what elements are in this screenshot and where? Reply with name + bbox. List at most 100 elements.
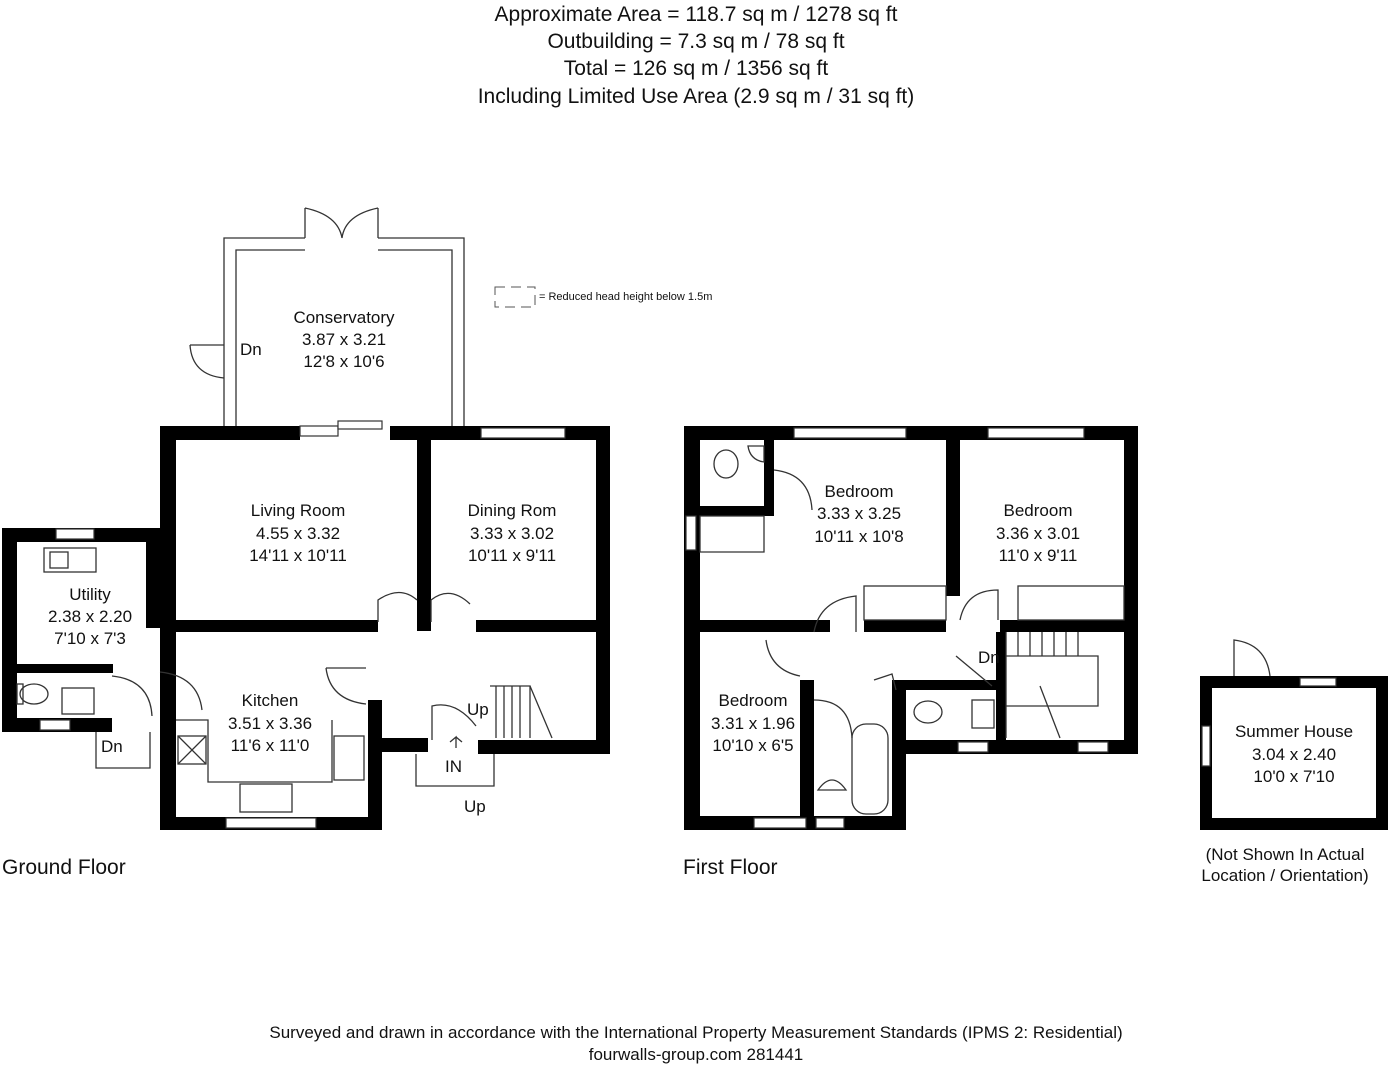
- kitchen-metric: 3.51 x 3.36: [228, 714, 312, 733]
- area-limited-use: Including Limited Use Area (2.9 sq m / 3…: [477, 85, 915, 108]
- ground-floor-plan: [2, 207, 610, 830]
- conservatory-wall-left-inner: [235, 249, 305, 426]
- ground-wc-toilet: [19, 683, 49, 705]
- dining-window: [480, 427, 566, 439]
- ff-stairs-outline: [1005, 632, 1099, 738]
- summer-imperial: 10'0 x 7'10: [1253, 767, 1334, 786]
- sh-window-left: [1201, 725, 1211, 767]
- stairs-line: [529, 685, 553, 739]
- ff-stairs-line: [1039, 685, 1061, 739]
- wall-left-utility: [2, 528, 17, 732]
- ground-wc-basin: [61, 687, 95, 715]
- wall-hall-stairs-top: [476, 620, 610, 632]
- wall-living-kitchen: [176, 620, 366, 632]
- bed2-wardrobe: [1017, 585, 1125, 621]
- bath-tub: [851, 723, 889, 815]
- bed1-window: [793, 427, 907, 439]
- stairs-window-ff: [1077, 741, 1109, 753]
- wall-left-main: [160, 426, 176, 830]
- ground-floor-label: Ground Floor: [2, 856, 126, 879]
- ff-wall-bed1-bottom: [864, 620, 946, 632]
- conservatory-wall-right-inner: [378, 249, 453, 426]
- summer-note-line1: (Not Shown In Actual: [1206, 845, 1365, 864]
- wc-window: [39, 719, 71, 731]
- bath-basin: [816, 779, 848, 791]
- ff-wall-left: [684, 426, 700, 830]
- kitchen-door-swing: [325, 667, 367, 705]
- kitchen-sink: [239, 783, 293, 813]
- dining-imperial: 10'11 x 9'11: [468, 546, 556, 565]
- kitchen-boiler-cross: [177, 735, 207, 765]
- airing-cupboard: [873, 673, 897, 691]
- ff-wall-wc-top: [906, 680, 996, 690]
- utility-metric: 2.38 x 2.20: [48, 607, 132, 626]
- wall-right-dining: [596, 426, 610, 754]
- level-markers: Dn Dn Up IN Up Dn: [101, 340, 1000, 816]
- wall-joint: [366, 620, 378, 632]
- living-sliding-door: [337, 420, 383, 430]
- area-outbuilding: Outbuilding = 7.3 sq m / 78 sq ft: [547, 30, 845, 53]
- utility-imperial: 7'10 x 7'3: [54, 629, 126, 648]
- wall-kitchen-right: [368, 700, 382, 830]
- ff-wall-bed3-top: [700, 620, 830, 632]
- summer-note-line2: Location / Orientation): [1201, 866, 1368, 885]
- wall-top-living-left: [160, 426, 300, 440]
- conservatory-door-swing: [304, 207, 379, 239]
- wc-window-ff: [957, 741, 989, 753]
- area-approximate: Approximate Area = 118.7 sq m / 1278 sq …: [494, 3, 898, 26]
- ensuite-basin: [747, 445, 765, 463]
- legend-text: = Reduced head height below 1.5m: [539, 291, 712, 303]
- bed1-imperial: 10'11 x 10'8: [814, 527, 903, 546]
- bed3-window: [753, 817, 807, 829]
- summer-name: Summer House: [1235, 722, 1353, 741]
- ff-wc-toilet: [913, 700, 943, 724]
- porch-up-label: Up: [464, 797, 486, 816]
- ff-stairs-dn-label: Dn: [978, 648, 1000, 667]
- ff-wall-bed3-right: [800, 680, 814, 830]
- conservatory-name: Conservatory: [293, 308, 395, 327]
- conservatory-door-leafs: [304, 208, 379, 238]
- utility-name: Utility: [69, 585, 111, 604]
- area-total: Total = 126 sq m / 1356 sq ft: [563, 57, 829, 80]
- footer-reference: fourwalls-group.com 281441: [588, 1045, 804, 1064]
- entrance-arrow: [449, 735, 463, 748]
- conservatory-dn-label: Dn: [240, 340, 262, 359]
- sh-door-swing: [1233, 639, 1271, 677]
- kitchen-window: [225, 817, 317, 829]
- summer-metric: 3.04 x 2.40: [1252, 745, 1336, 764]
- kitchen-worktop: [176, 719, 333, 783]
- dining-name: Dining Rom: [468, 501, 557, 520]
- ff-wc-basin: [971, 699, 995, 729]
- bed2-door-swing: [959, 589, 999, 621]
- wall-utility-right: [146, 528, 160, 628]
- living-metric: 4.55 x 3.32: [256, 524, 340, 543]
- front-door-swing: [431, 704, 477, 740]
- bed2-window: [987, 427, 1085, 439]
- ff-wall-ensuite-right: [764, 440, 774, 516]
- utility-sink-basin: [49, 551, 69, 569]
- ff-wall-bath-right: [892, 680, 906, 830]
- ensuite-toilet: [713, 449, 739, 479]
- kitchen-boiler-cupboard: [177, 735, 207, 765]
- bath-door-swing: [813, 699, 853, 739]
- wall-hall-bottom-right: [478, 740, 610, 754]
- conservatory-side-door: [189, 344, 225, 379]
- ff-wall-right: [1124, 426, 1138, 754]
- bed1-name: Bedroom: [825, 482, 894, 501]
- sh-wall-top: [1200, 676, 1388, 688]
- bed2-imperial: 11'0 x 9'11: [999, 546, 1078, 565]
- dining-door-swing: [430, 592, 471, 622]
- bed1-metric: 3.33 x 3.25: [817, 504, 901, 523]
- bed2-name: Bedroom: [1004, 501, 1073, 520]
- room-labels: Conservatory 3.87 x 3.21 12'8 x 10'6 Liv…: [48, 308, 1353, 786]
- utility-door-swing: [111, 675, 153, 717]
- sh-wall-bottom: [1200, 818, 1388, 830]
- kitchen-imperial: 11'6 x 11'0: [231, 736, 310, 755]
- legend: = Reduced head height below 1.5m: [494, 286, 712, 308]
- bed2-metric: 3.36 x 3.01: [996, 524, 1080, 543]
- bed3-name: Bedroom: [719, 691, 788, 710]
- conservatory-imperial: 12'8 x 10'6: [303, 352, 384, 371]
- sh-wall-right: [1376, 676, 1388, 830]
- wc-door: [955, 655, 993, 687]
- bed1-door-swing: [813, 595, 857, 633]
